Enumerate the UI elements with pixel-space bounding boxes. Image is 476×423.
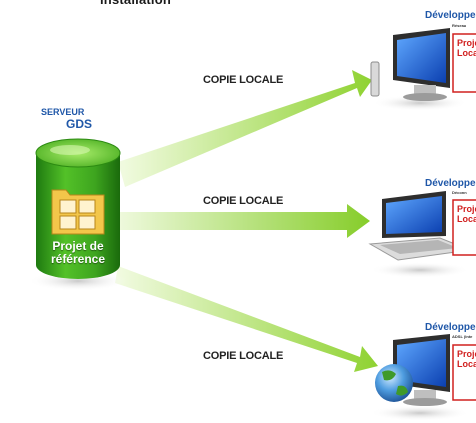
client-3-project-line-2: Loca (457, 359, 476, 369)
laptop-icon (368, 191, 472, 278)
client-1-project-line-1: Projet (457, 38, 476, 48)
client-3-project-line-1: Projet (457, 349, 476, 359)
desktop-monitor-icon (370, 28, 468, 111)
server-label: SERVEUR (41, 107, 85, 117)
client-2-project-card (452, 199, 476, 256)
folder-icon (51, 189, 105, 235)
copy-label-1: COPIE LOCALE (203, 74, 284, 86)
client-1-project-card (452, 33, 476, 93)
client-1-subtitle: Réseau (452, 23, 467, 28)
client-2-title: Développe (425, 178, 476, 189)
client-2-project-line-2: Loca (457, 214, 476, 224)
client-3-subtitle: ADSL (Inte (452, 334, 473, 339)
copy-label-3: COPIE LOCALE (203, 350, 284, 362)
header-cut-text: installation (100, 0, 171, 7)
client-1-project-line-2: Loca (457, 48, 476, 58)
arrow-to-client-3 (115, 266, 378, 372)
arrow-to-client-2 (120, 204, 370, 238)
arrow-to-client-1 (118, 70, 372, 187)
database-caption-line-1: Projet de (52, 239, 104, 253)
database-caption: Projet de référence (36, 240, 120, 266)
client-3-project-card (452, 344, 476, 401)
server-name: GDS (66, 117, 93, 131)
desktop-globe-icon (370, 334, 470, 421)
database-caption-line-2: référence (50, 252, 106, 266)
client-2-subtitle: Déconn (452, 190, 467, 195)
copy-label-2: COPIE LOCALE (203, 195, 284, 207)
client-1-title: Développe (425, 10, 476, 21)
client-3-title: Développe (425, 322, 476, 333)
client-2-project-line-1: Projet (457, 204, 476, 214)
